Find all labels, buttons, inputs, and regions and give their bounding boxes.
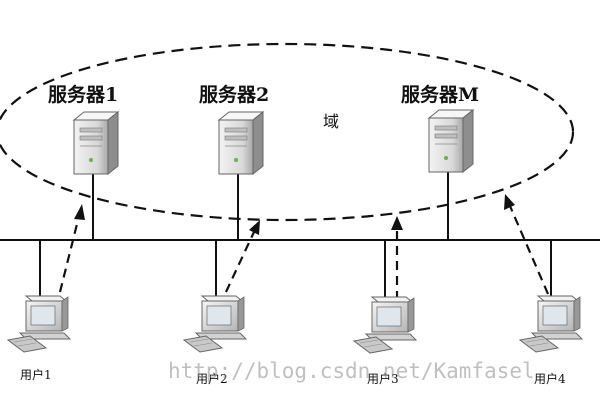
request-arrow-user-3 bbox=[391, 216, 403, 300]
server-2-icon bbox=[217, 110, 265, 176]
user-4-computer-icon bbox=[518, 295, 584, 353]
server-m-label: 服务器M bbox=[401, 84, 480, 106]
user-2-computer-icon bbox=[182, 295, 248, 353]
server-2-label: 服务器2 bbox=[199, 84, 270, 106]
user-3-computer-icon bbox=[352, 296, 418, 354]
request-arrow-user-4 bbox=[504, 194, 550, 295]
user-1-label: 用户1 bbox=[20, 368, 52, 382]
domain-boundary bbox=[0, 42, 575, 222]
user-4-label: 用户4 bbox=[534, 372, 566, 386]
domain-label: 域 bbox=[323, 112, 340, 131]
server-m-icon bbox=[427, 108, 475, 174]
server-1-label: 服务器1 bbox=[48, 84, 119, 106]
user-3-label: 用户3 bbox=[367, 372, 399, 386]
request-arrow-user-2 bbox=[225, 220, 260, 293]
user-2-label: 用户2 bbox=[196, 372, 228, 386]
server-1-icon bbox=[72, 110, 120, 176]
user-1-computer-icon bbox=[6, 295, 72, 353]
request-arrow-user-1 bbox=[58, 204, 85, 293]
watermark-text: http://blog.csdn.net/Kamfasel bbox=[168, 359, 535, 383]
